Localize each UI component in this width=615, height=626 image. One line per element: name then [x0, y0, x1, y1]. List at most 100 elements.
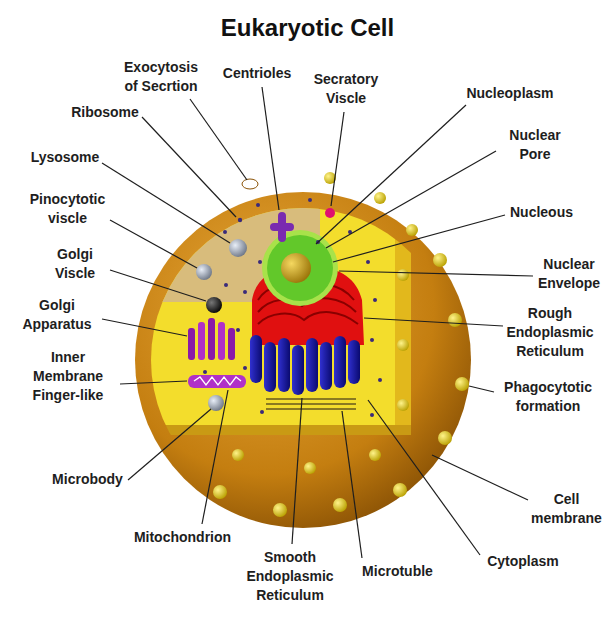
microtubule — [266, 403, 356, 405]
smooth-er — [250, 335, 360, 395]
part-label: Rough Endoplasmic Reticulum — [500, 304, 600, 361]
secretory-vesicle — [325, 208, 335, 218]
microtubule — [266, 399, 356, 409]
leader-line — [469, 386, 494, 392]
diagram-title: Eukaryotic Cell — [0, 14, 615, 42]
ribosome — [256, 203, 260, 207]
lysosome — [229, 239, 247, 257]
part-label: Nuclear Pore — [500, 126, 570, 164]
leader-line — [364, 318, 503, 326]
cell-body — [140, 190, 395, 425]
leader-line — [331, 112, 344, 206]
ribosome — [260, 410, 264, 414]
membrane-vesicle — [455, 377, 469, 391]
ribosome — [224, 283, 228, 287]
leader-line — [202, 390, 228, 524]
part-label: Cell membrane — [524, 490, 609, 528]
lysosome — [229, 239, 247, 257]
part-label: Ribosome — [65, 103, 145, 122]
part-label: Golgi Viscle — [40, 245, 110, 283]
part-label: Smooth Endoplasmic Reticulum — [240, 548, 340, 605]
leader-line — [292, 398, 302, 544]
microtubule — [266, 408, 356, 410]
leader-line — [128, 409, 211, 480]
golgi-vesicle — [206, 297, 222, 313]
part-label: Centrioles — [212, 64, 302, 83]
smooth-er — [320, 342, 332, 390]
leader-line — [326, 151, 496, 248]
part-label: Exocytosis of Secrtion — [118, 58, 204, 96]
pinocytotic-vesicle — [196, 264, 212, 280]
leader-line — [102, 163, 230, 243]
ribosome — [308, 198, 312, 202]
ribosome — [203, 370, 207, 374]
membrane-vesicle — [438, 431, 452, 445]
membrane-vesicle — [333, 498, 347, 512]
golgi-vesicle — [206, 297, 222, 313]
leader-line — [102, 319, 187, 336]
mitochondrion — [194, 377, 241, 385]
leader-line — [102, 87, 533, 558]
part-label: Nuclear Envelope — [530, 255, 608, 293]
part-label: Mitochondrion — [125, 528, 240, 547]
membrane-vesicle — [369, 449, 381, 461]
membrane-vesicle — [433, 253, 447, 267]
cell-body — [140, 190, 411, 435]
membrane-vesicle — [273, 503, 287, 517]
smooth-er — [348, 340, 360, 384]
membrane-vesicle — [393, 483, 407, 497]
exocytosis-pore — [242, 179, 258, 189]
membrane-vesicle — [232, 449, 244, 461]
part-label: Pinocytotic viscle — [20, 190, 115, 228]
part-label: Phagocytotic formation — [496, 378, 600, 416]
membrane-vesicle — [448, 313, 462, 327]
nucleus — [262, 230, 338, 306]
ribosome — [370, 338, 374, 342]
part-label: Microbody — [45, 470, 130, 489]
ribosome — [223, 230, 227, 234]
ribosome — [238, 218, 242, 222]
part-label: Golgi Apparatus — [8, 296, 106, 334]
golgi-apparatus — [188, 318, 235, 360]
mitochondrion — [188, 375, 246, 388]
rough-er — [258, 312, 358, 324]
part-label: Lysosome — [25, 148, 105, 167]
part-label: Nucleous — [510, 203, 590, 222]
leader-line — [190, 99, 247, 180]
nucleus — [267, 235, 333, 301]
smooth-er — [278, 338, 290, 392]
golgi-apparatus — [218, 322, 225, 360]
centriole — [278, 212, 286, 242]
part-label: Microtuble — [355, 562, 440, 581]
membrane-vesicle — [406, 224, 418, 236]
membrane-vesicle — [213, 485, 227, 499]
leader-line — [368, 400, 480, 555]
golgi-apparatus — [198, 322, 205, 360]
mitochondrion — [188, 375, 246, 388]
exocytosis-pore — [242, 179, 258, 189]
leader-line — [316, 105, 466, 244]
membrane-vesicle — [304, 462, 316, 474]
ribosome — [370, 413, 374, 417]
part-label: Cytoplasm — [478, 552, 568, 571]
smooth-er — [306, 338, 318, 392]
membrane-vesicle — [213, 172, 469, 517]
centriole — [270, 212, 294, 242]
membrane-vesicle — [397, 399, 409, 411]
part-label: Inner Membrane Finger-like — [18, 348, 118, 405]
microbody — [208, 395, 224, 411]
ribosome — [243, 366, 247, 370]
ribosome — [378, 378, 382, 382]
golgi-apparatus — [228, 328, 235, 360]
leader-line — [110, 270, 206, 301]
ribosome — [373, 298, 377, 302]
part-label: Secratory Viscle — [305, 70, 387, 108]
smooth-er — [292, 345, 304, 395]
membrane-vesicle — [397, 269, 409, 281]
nucleus — [262, 230, 338, 306]
cell-body — [140, 425, 411, 435]
leader-line — [110, 220, 197, 268]
leader-line — [262, 87, 279, 210]
golgi-apparatus — [208, 318, 215, 360]
nucleus — [281, 253, 311, 283]
